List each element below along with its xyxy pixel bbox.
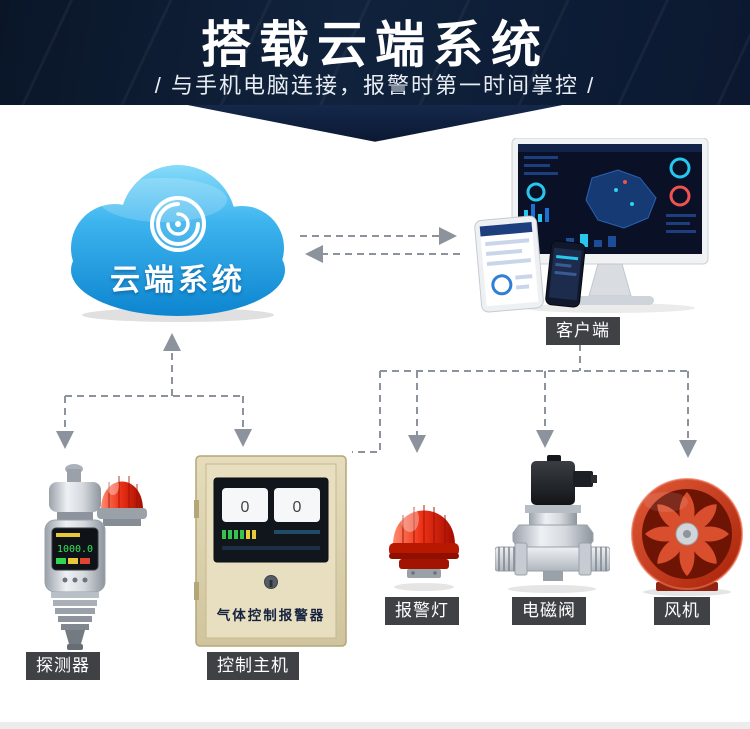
detector-graphic: 1000.0 — [44, 464, 147, 650]
cloud-logo-icon — [150, 196, 206, 252]
detector-label: 探测器 — [26, 652, 100, 680]
cloud-shape — [71, 165, 285, 316]
valve-pipe — [494, 542, 611, 581]
detector-beacon — [97, 476, 147, 526]
valve-label: 电磁阀 — [512, 597, 586, 625]
bottom-edge-strip — [0, 722, 750, 729]
monitor-stand — [588, 263, 632, 297]
controller-graphic: 0 0 气体控制报警器 — [194, 455, 347, 647]
controller-screen: 0 0 — [213, 477, 329, 563]
alarm-base — [389, 543, 459, 578]
client-label: 客户端 — [546, 317, 620, 345]
alarm-light-label: 报警灯 — [385, 597, 459, 625]
fan-highlight — [644, 492, 688, 512]
screen-value-1: 0 — [241, 499, 250, 516]
cloud-label: 云端系统 — [110, 263, 246, 297]
alarm-shadow — [394, 583, 454, 591]
monitor-base — [566, 296, 654, 305]
fan-graphic — [631, 478, 743, 596]
controller-panel-title: 气体控制报警器 — [216, 607, 326, 623]
cloud-system: 云端系统 — [60, 148, 295, 323]
page-subtitle: / 与手机电脑连接，报警时第一时间掌控 / — [154, 73, 596, 98]
screen-value-2: 0 — [293, 499, 302, 516]
header-banner: 搭载云端系统 / 与手机电脑连接，报警时第一时间掌控 / — [0, 0, 750, 105]
alarm-beacon — [383, 487, 465, 595]
axial-fan — [626, 477, 748, 597]
solenoid-valve — [494, 455, 611, 597]
detector-screen: 1000.0 — [51, 527, 99, 571]
desktop-monitor — [511, 137, 709, 305]
dashboard-map — [585, 169, 657, 229]
valve-shadow — [508, 585, 596, 593]
connector-controller-bus — [352, 371, 381, 453]
valve-coil — [531, 455, 597, 505]
detector-reading: 1000.0 — [57, 544, 93, 555]
cloud-graphic: 云端系统 — [71, 165, 285, 322]
controller-label: 控制主机 — [207, 652, 299, 680]
valve-body — [512, 505, 594, 550]
fan-blades — [645, 492, 729, 576]
client-devices — [470, 137, 715, 313]
client-graphic — [474, 137, 709, 313]
fan-label: 风机 — [654, 597, 710, 625]
control-host: 0 0 气体控制报警器 — [192, 452, 352, 652]
smartphone — [545, 240, 586, 308]
valve-graphic — [494, 455, 611, 593]
alarm-dome — [393, 505, 455, 545]
alarm-light-graphic — [389, 505, 459, 591]
gas-detector: 1000.0 — [15, 458, 150, 653]
page-title: 搭载云端系统 — [201, 17, 549, 73]
tablet — [474, 215, 544, 313]
detector-sensor-cone — [51, 592, 99, 650]
